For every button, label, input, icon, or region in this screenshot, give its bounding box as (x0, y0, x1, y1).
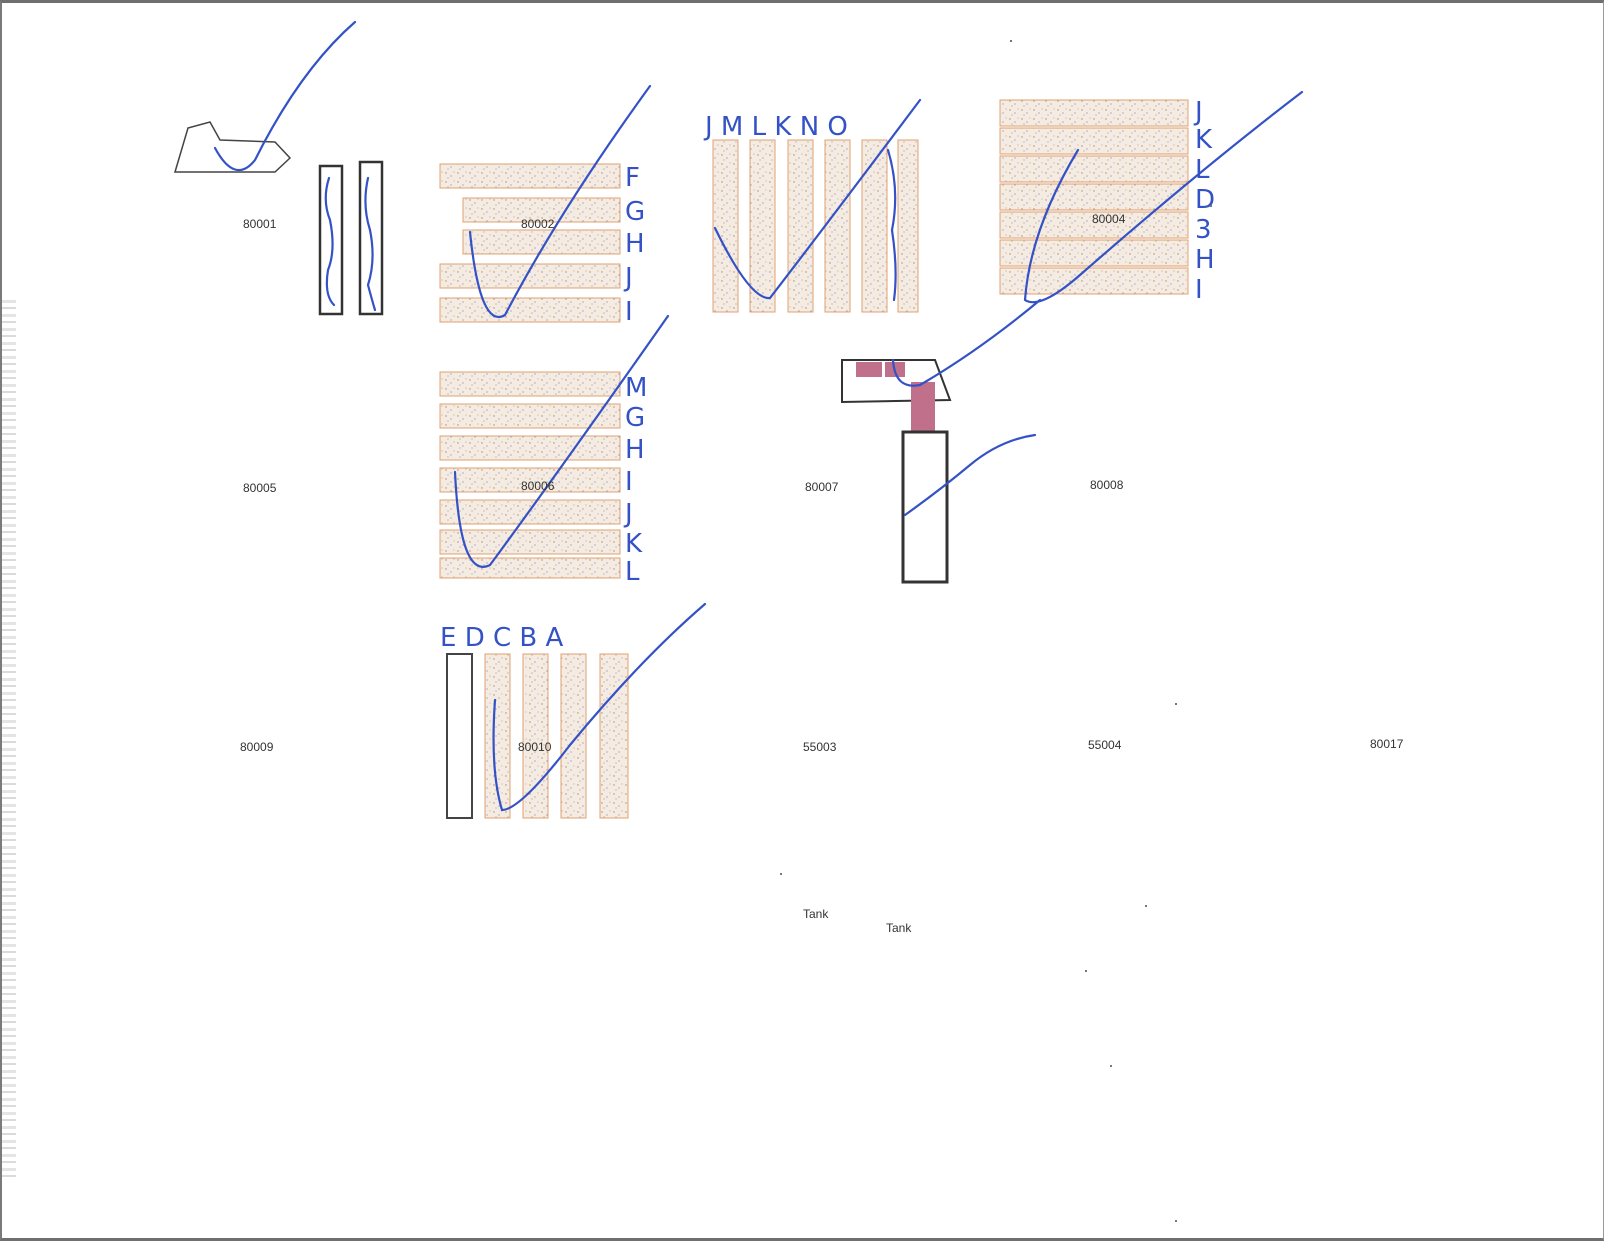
handwritten-row-letters-80006: M G H I J K L (623, 373, 647, 587)
label-80009: 80009 (240, 740, 273, 754)
label-80008: 80008 (1090, 478, 1123, 492)
svg-text:I: I (625, 297, 633, 327)
svg-text:G: G (625, 403, 645, 433)
handwritten-column-letters: J M L K N O (703, 112, 848, 142)
svg-text:H: H (1195, 245, 1215, 275)
svg-text:K: K (1195, 125, 1213, 155)
bins-80004 (1000, 100, 1188, 294)
object-80001-sketch (175, 122, 290, 172)
label-tank-right: Tank (886, 921, 911, 935)
svg-text:M: M (625, 373, 647, 403)
svg-text:J: J (623, 263, 633, 293)
column-left-80001 (320, 166, 342, 314)
svg-text:I: I (625, 467, 633, 497)
label-80001: 80001 (243, 217, 276, 231)
scan-speck (1110, 1065, 1112, 1067)
label-80002: 80002 (521, 217, 554, 231)
scan-speck (1210, 205, 1212, 207)
label-55004: 55004 (1088, 738, 1121, 752)
scan-speck (1085, 970, 1087, 972)
bins-80002 (440, 164, 620, 322)
svg-text:J: J (1193, 97, 1203, 127)
scan-speck (1175, 703, 1177, 705)
scan-speck (1010, 40, 1012, 42)
label-80010: 80010 (518, 740, 551, 754)
svg-text:3: 3 (1195, 215, 1212, 245)
label-80007: 80007 (805, 480, 838, 494)
svg-text:D: D (1195, 185, 1215, 215)
label-80005: 80005 (243, 481, 276, 495)
scan-speck (1175, 1220, 1177, 1222)
svg-text:H: H (625, 229, 645, 259)
scan-speck (1145, 905, 1147, 907)
bins-column-group (713, 140, 918, 312)
svg-text:K: K (625, 529, 643, 559)
svg-text:G: G (625, 197, 645, 227)
svg-text:J: J (623, 499, 633, 529)
squiggle-columns (888, 150, 896, 300)
svg-text:H: H (625, 435, 645, 465)
bins-80010 (447, 654, 628, 818)
label-tank-left: Tank (803, 907, 828, 921)
object-80007 (842, 360, 950, 582)
svg-text:I: I (1195, 275, 1203, 305)
bins-80006 (440, 372, 620, 578)
svg-text:F: F (625, 163, 640, 193)
label-80006: 80006 (521, 479, 554, 493)
handwritten-column-letters-80010: E D C B A (440, 623, 563, 653)
label-80004: 80004 (1092, 212, 1125, 226)
label-80017: 80017 (1370, 737, 1403, 751)
handwritten-row-letters-80004: J K L D 3 H I (1193, 97, 1215, 305)
scan-speck (780, 873, 782, 875)
handwritten-row-letters-80002: F G H J I (623, 163, 645, 327)
label-55003: 55003 (803, 740, 836, 754)
svg-text:L: L (625, 557, 640, 587)
